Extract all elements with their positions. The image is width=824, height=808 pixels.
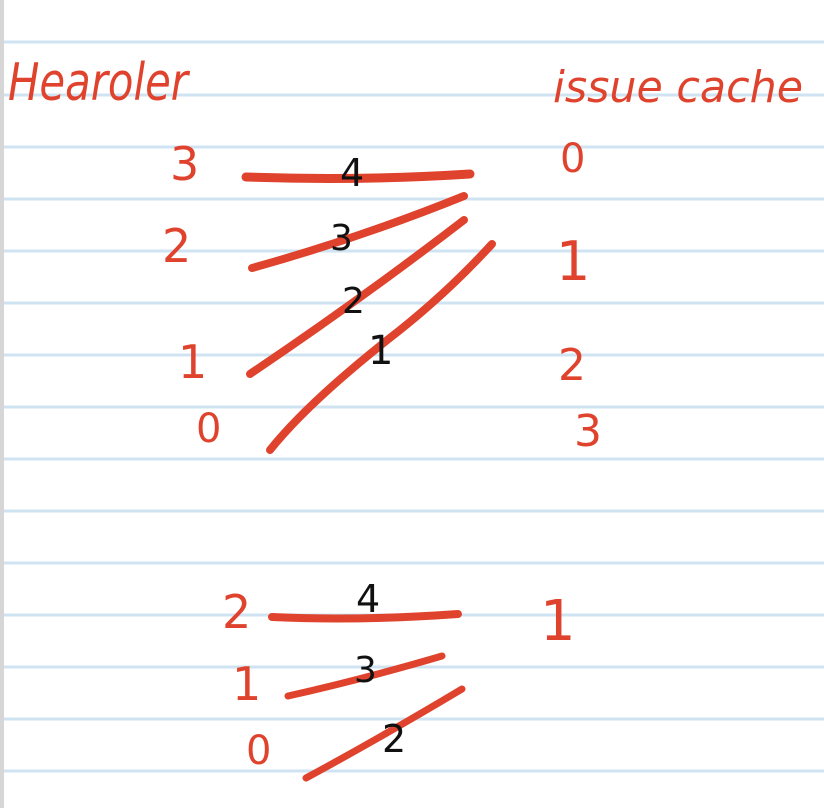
bottom-group: 2 1 0 4 3 2 1: [222, 577, 576, 782]
top-left-label: 1: [178, 335, 207, 389]
left-margin-border: [0, 0, 4, 808]
bottom-stroke-label: 4: [356, 577, 380, 621]
top-left-label: 0: [196, 406, 221, 452]
top-group: 3 2 1 0 4 3 2 1 0 1 2 3: [162, 136, 602, 457]
bottom-right-label: 1: [540, 589, 576, 654]
top-stroke: [248, 192, 468, 272]
bottom-stroke: [284, 652, 446, 700]
bottom-stroke: [268, 610, 462, 623]
bottom-left-label: 1: [232, 657, 261, 711]
top-right-label: 2: [558, 340, 586, 391]
bottom-left-label: 2: [222, 585, 251, 639]
top-stroke-label: 3: [330, 218, 353, 259]
top-left-label: 2: [162, 219, 191, 273]
top-stroke-label: 4: [340, 151, 364, 195]
top-stroke-label: 1: [368, 328, 393, 374]
top-stroke: [266, 240, 496, 454]
top-stroke: [241, 169, 475, 183]
header-left: Hearoler: [8, 53, 191, 113]
bottom-stroke-label: 2: [382, 717, 406, 761]
bottom-stroke: [302, 685, 466, 782]
top-right-label: 0: [560, 136, 585, 182]
bottom-left-label: 0: [246, 728, 271, 774]
top-stroke: [246, 216, 468, 378]
header-right: issue cache: [553, 62, 803, 113]
bottom-stroke-label: 3: [354, 650, 377, 691]
top-stroke-label: 2: [342, 281, 365, 322]
top-left-label: 3: [170, 137, 199, 191]
top-right-label: 1: [556, 230, 590, 293]
top-right-label: 3: [574, 406, 602, 457]
